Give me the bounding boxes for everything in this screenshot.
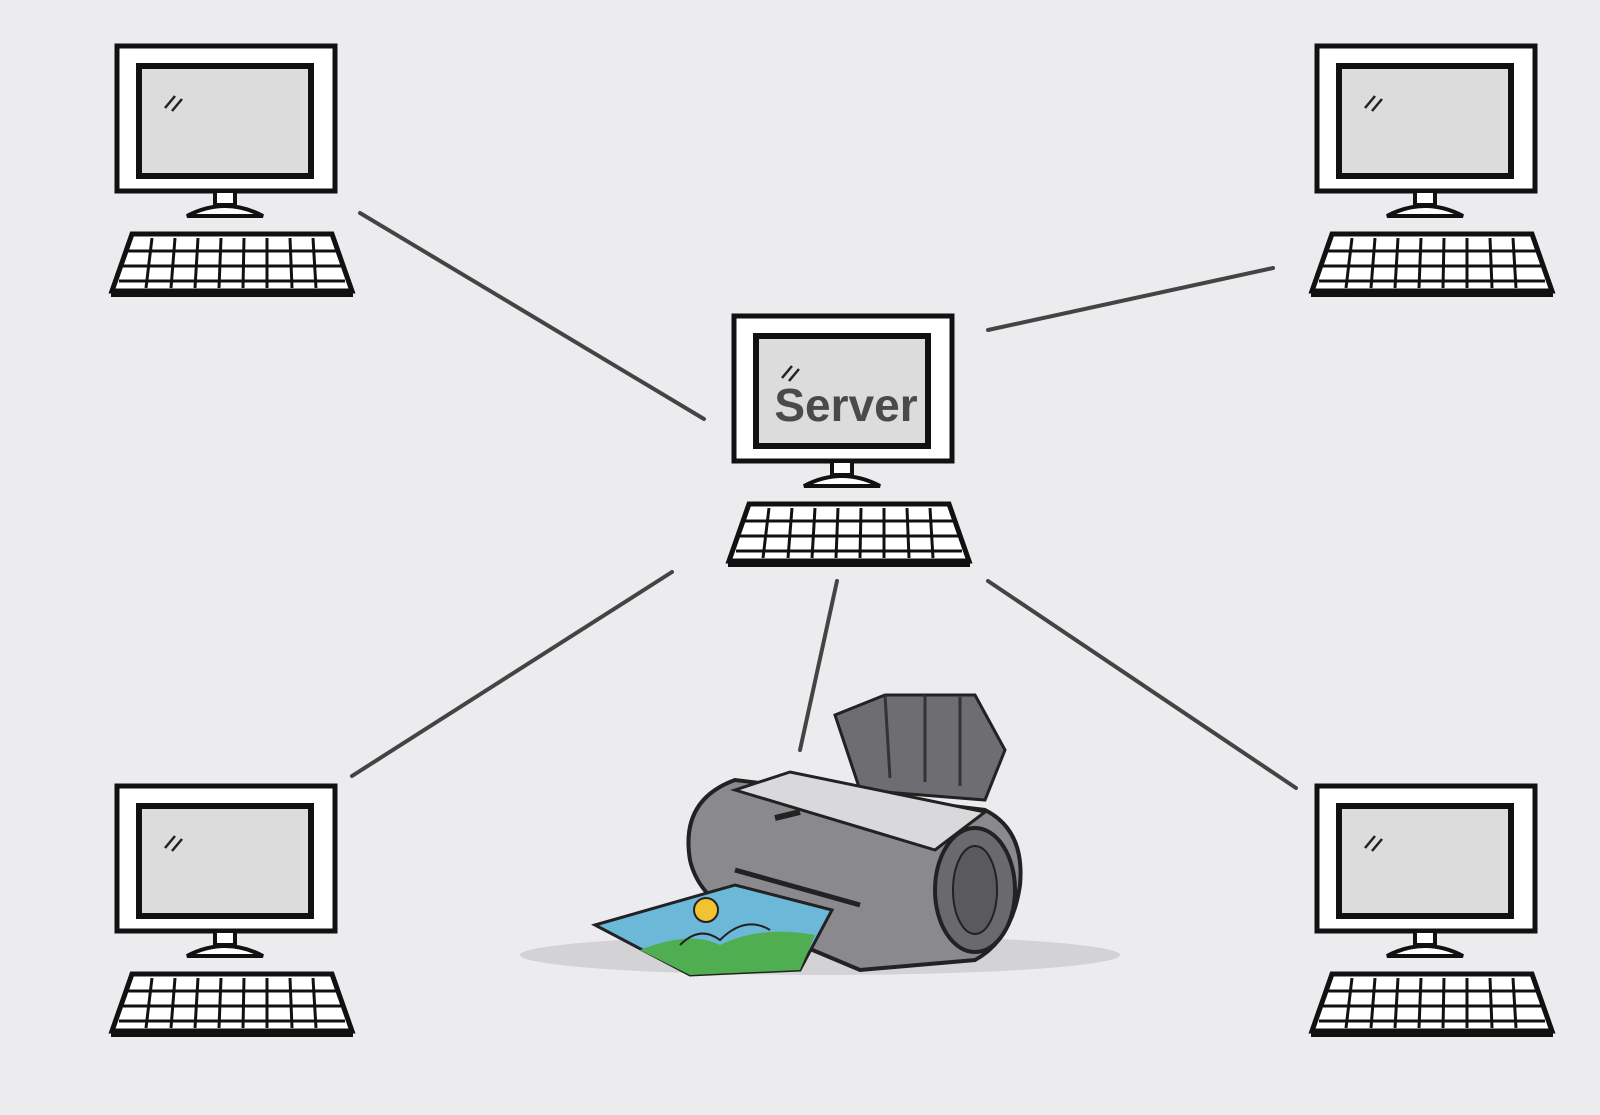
computer-icon <box>1311 46 1553 295</box>
link-server-to-printer <box>798 579 839 752</box>
computer-icon <box>111 786 353 1035</box>
link-server-to-top-right <box>986 266 1275 332</box>
workstation-top-left <box>111 46 353 295</box>
workstation-bottom-right <box>1311 786 1553 1035</box>
printer-paper-tray <box>833 693 1007 802</box>
server-label: Server <box>774 379 917 431</box>
printer <box>520 693 1120 977</box>
workstation-top-right <box>1311 46 1553 295</box>
link-server-to-bottom-right <box>986 579 1298 790</box>
link-server-to-bottom-left <box>350 570 674 778</box>
workstation-bottom-left <box>111 786 353 1035</box>
server-computer: Server <box>728 316 970 565</box>
network-links <box>350 211 1298 790</box>
link-server-to-top-left <box>358 211 706 421</box>
server-icon <box>728 316 970 565</box>
printer-top-cover <box>729 770 989 852</box>
computer-icon <box>1311 786 1553 1035</box>
computer-icon <box>111 46 353 295</box>
printed-photo <box>590 883 835 977</box>
